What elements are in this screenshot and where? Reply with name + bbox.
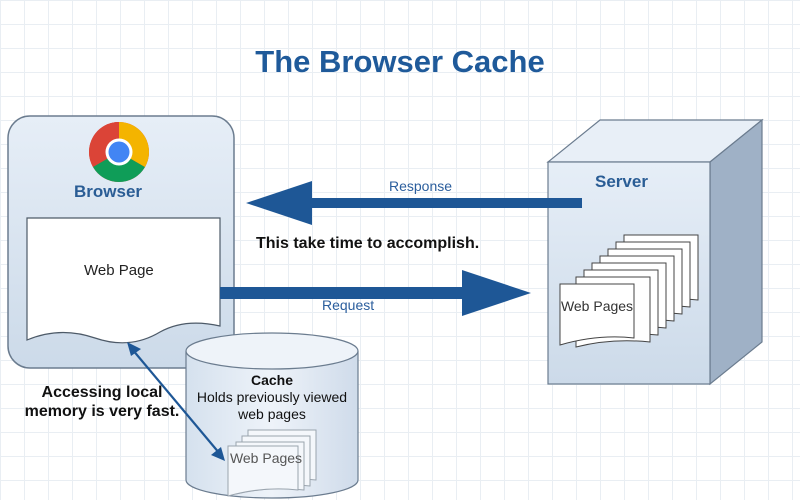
web-page-document <box>26 217 221 344</box>
request-label: Request <box>322 297 375 313</box>
web-page-label: Web Page <box>84 262 154 279</box>
cache-pages-label: Web Pages <box>229 450 303 466</box>
chrome-logo-icon <box>89 122 149 182</box>
fast-access-arrow <box>127 342 225 461</box>
request-arrow <box>220 270 531 316</box>
response-label: Response <box>389 178 453 194</box>
server-page-stack <box>559 234 699 348</box>
time-note: This take time to accomplish. <box>256 235 480 252</box>
browser-label: Browser <box>74 182 143 201</box>
server-label: Server <box>595 172 648 191</box>
fast-access-note: Accessing local memory is very fast. <box>24 384 180 420</box>
cache-description: Holds previously viewed web pages <box>196 389 348 422</box>
cache-title: Cache <box>250 372 294 388</box>
page-title: The Browser Cache <box>255 44 545 79</box>
cache-page-stack <box>227 429 317 497</box>
response-arrow <box>246 181 582 225</box>
server-pages-label: Web Pages <box>560 298 634 314</box>
